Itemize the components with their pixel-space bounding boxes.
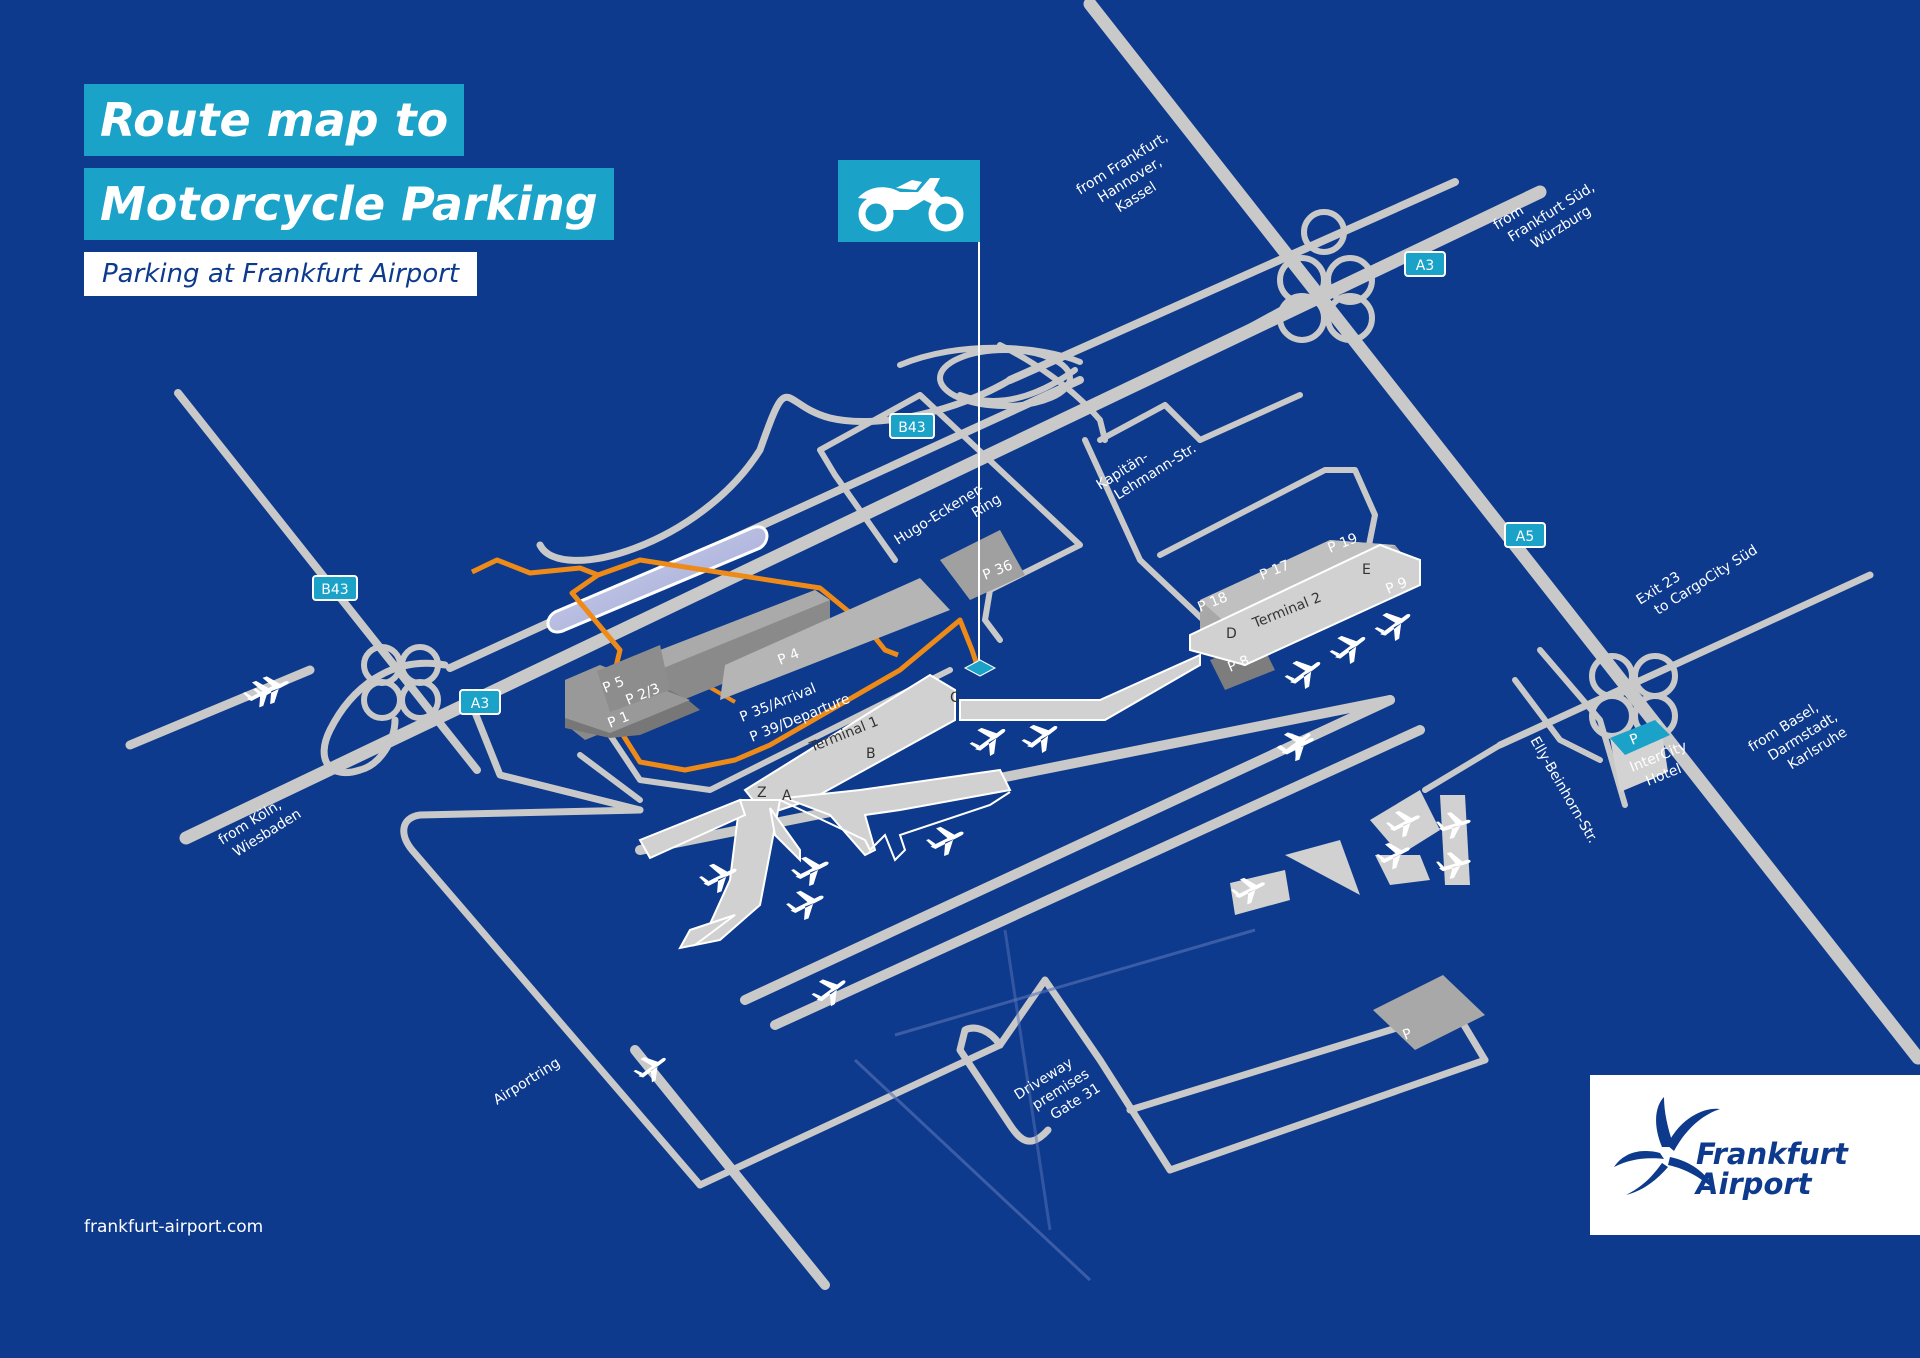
terminal-1 [638,673,1012,950]
motorcycle-parking-marker [963,659,997,677]
apron-areas [1230,790,1470,915]
subtitle: Parking at Frankfurt Airport [84,252,478,296]
parking-label: P 5 [601,674,627,697]
airplane-icon [783,884,829,924]
airplane-icon [923,820,969,860]
a3-shield-label: A3 [1416,258,1434,274]
pier-label: C [950,690,960,706]
a5-shield [1504,522,1546,548]
exit23-road [1496,571,1874,749]
west-connector [466,696,644,814]
airplane-icon [1325,626,1373,670]
b43-shield [312,575,358,601]
cargo-access [1422,742,1503,793]
b43-interchange-loop-2 [957,367,1078,404]
cargo-parking [1373,975,1485,1050]
terminal-2 [959,543,1421,721]
elly-beinhorn-road-2 [1537,647,1628,808]
p36-garage [940,530,1025,600]
west-loop-road [320,659,449,777]
hotel-parking [1610,720,1670,755]
pier-label: B [866,746,876,762]
street-label: Airportring [491,1055,563,1108]
motorways [125,0,1920,1065]
parking-structures [565,530,1670,1050]
a3-west-segment [125,665,315,750]
logo-wordmark: Frankfurt Airport [1696,1139,1848,1199]
motorcycle-route-branch [597,557,899,658]
airport-star-icon [1614,1097,1720,1195]
runway-west [630,1045,830,1290]
a3-shield [1404,251,1446,277]
train-station-building [546,525,769,634]
inner-ring-road [817,392,1083,643]
title-line-2: Motorcycle Parking [84,168,614,240]
airplane-icon [1370,603,1418,647]
p5-tower [597,645,670,712]
gate31-road [996,976,1489,1174]
runway-south [770,725,1425,1030]
airplane-icon [1017,715,1065,759]
logo-line-1: Frankfurt [1696,1137,1848,1171]
hugo-eckener-road [536,376,1014,564]
b43-shield-label: B43 [898,420,925,436]
pier-label: A [782,788,792,804]
terminal1-road [597,667,953,793]
pier-label: D [1226,626,1237,642]
airportring-road [400,806,704,1189]
street-label: Elly-Beinhorn-Str. [1527,734,1601,846]
pier-label: E [1362,562,1371,578]
gate31-loop [956,1024,1052,1145]
a5-shield-label: A5 [1516,529,1534,545]
b43-shield [889,413,935,439]
airplane-icon [1280,651,1328,695]
motorcycle-parking-sign [838,160,980,242]
road-shields: B43 B43 A3 A3 A5 [312,251,1546,715]
p35-p39-garage [720,578,950,700]
elly-beinhorn-road [1512,677,1603,763]
title-line-1: Route map to [84,84,465,156]
airplane-icon [965,718,1013,762]
motorcycle-icon [858,178,964,232]
airplane-icon [1272,723,1318,765]
parking-label: P 9 [1384,575,1410,598]
a3-shield-label: A3 [471,696,489,712]
parking-label: P 8 [1226,653,1252,676]
website-url: frankfurt-airport.com [84,1217,264,1237]
b43-north-road [1006,178,1459,384]
pier-label: Z [757,785,767,801]
south-road [696,1041,1004,1189]
interchanges [361,209,1678,739]
terminal1-access [577,752,643,803]
b43-shield-label: B43 [321,582,348,598]
frankfurt-airport-logo: Frankfurt Airport [1590,1075,1920,1235]
logo-line-2: Airport [1696,1167,1812,1201]
parking-label: P 4 [776,646,802,669]
kapitaen-road [1097,392,1303,443]
a3-shield [459,689,501,715]
parking-label: P 1 [606,709,632,732]
